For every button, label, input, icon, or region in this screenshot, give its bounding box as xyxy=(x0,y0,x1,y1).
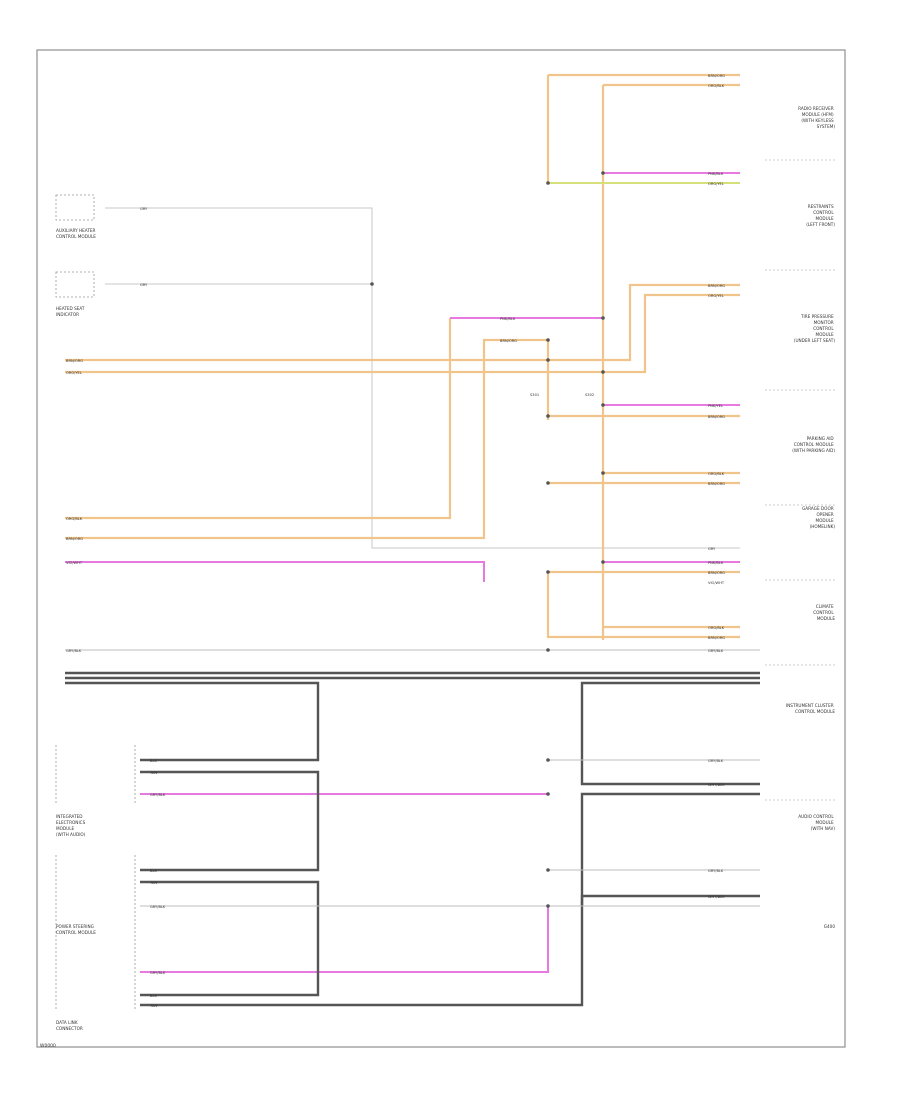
wire-label-gry-1: GRY xyxy=(140,207,148,211)
svg-text:ORG/BLK: ORG/BLK xyxy=(708,472,725,476)
svg-text:GRY: GRY xyxy=(708,547,716,551)
parking-aid-module-label: PARKING AID CONTROL MODULE (WITH PARKING… xyxy=(792,436,835,453)
right-wire-labels: BRN/ORG ORG/BLK PNK/BLK ORG/YEL BRN/ORG … xyxy=(149,74,725,1008)
power-steering-module-label: POWER STEERING CONTROL MODULE xyxy=(56,924,96,935)
data-link-connector-label: DATA LINK CONNECTOR xyxy=(56,1020,83,1031)
svg-text:GRY/BLK: GRY/BLK xyxy=(708,759,724,763)
splice-label-s2: S302 xyxy=(585,393,594,397)
svg-text:ORG/BLK: ORG/BLK xyxy=(708,84,725,88)
svg-text:BRN/ORG: BRN/ORG xyxy=(708,284,725,288)
splice-dots xyxy=(370,171,605,908)
svg-text:BRN/ORG: BRN/ORG xyxy=(708,571,725,575)
svg-text:GRY/BLK: GRY/BLK xyxy=(150,905,166,909)
dark-wires xyxy=(65,671,760,1007)
wire-label-brn-org-left: BRN/ORG xyxy=(66,359,83,363)
wire-label-gry-2: GRY xyxy=(140,283,148,287)
tire-pressure-monitor-label: TIRE PRESSURE MONITOR CONTROL MODULE (UN… xyxy=(794,314,836,343)
footer-code: W0000 xyxy=(40,1043,56,1049)
left-symbols xyxy=(55,194,136,1010)
svg-text:BRN/ORG: BRN/ORG xyxy=(708,415,725,419)
gray-wires xyxy=(105,207,740,549)
svg-text:BLK: BLK xyxy=(150,994,157,998)
instrument-cluster-module-label: INSTRUMENT CLUSTER CONTROL MODULE xyxy=(786,703,835,714)
svg-text:WHT/BLK: WHT/BLK xyxy=(708,895,725,899)
svg-text:WHT/BLK: WHT/BLK xyxy=(708,783,725,787)
wire-label-org-blk-left: ORG/BLK xyxy=(66,517,83,521)
svg-text:ORG/BLK: ORG/BLK xyxy=(708,626,725,630)
svg-text:BRN/ORG: BRN/ORG xyxy=(708,74,725,78)
restraints-control-module-label: RESTRAINTS CONTROL MODULE (LEFT FRONT) xyxy=(806,204,835,227)
right-component-labels: RADIO RECEIVER MODULE (HFM) (WITH KEYLES… xyxy=(786,106,835,929)
svg-text:TAN: TAN xyxy=(149,1004,157,1008)
svg-text:BLK: BLK xyxy=(150,759,157,763)
diagram-frame xyxy=(36,49,846,1048)
radio-receiver-module-label: RADIO RECEIVER MODULE (HFM) (WITH KEYLES… xyxy=(798,106,835,129)
heated-seat-indicator-label: HEATED SEAT INDICATOR xyxy=(56,306,86,317)
orange-wires xyxy=(65,73,740,640)
wire-label-brn-org-mid: BRN/ORG xyxy=(500,339,517,343)
svg-text:BRN/ORG: BRN/ORG xyxy=(708,636,725,640)
svg-text:BRN/ORG: BRN/ORG xyxy=(708,482,725,486)
thin-gray-runs xyxy=(65,649,760,907)
wire-label-violet-left: VIO/WHT xyxy=(66,561,83,565)
svg-text:TAN: TAN xyxy=(149,881,157,885)
wire-label-org-yel-left: ORG/YEL xyxy=(66,371,82,375)
svg-text:ORG/YEL: ORG/YEL xyxy=(708,294,724,298)
svg-text:GRY/BLK: GRY/BLK xyxy=(708,649,724,653)
svg-text:PNK/YEL: PNK/YEL xyxy=(708,404,723,408)
garage-door-module-label: GARAGE DOOR OPENER MODULE (HOMELINK) xyxy=(802,506,835,529)
svg-text:GRY/BLK: GRY/BLK xyxy=(150,793,166,797)
svg-text:ORG/YEL: ORG/YEL xyxy=(708,182,724,186)
climate-control-module-label: CLIMATE CONTROL MODULE xyxy=(813,604,835,621)
integrated-electronics-module-label: INTEGRATED ELECTRONICS MODULE (WITH AUDI… xyxy=(56,814,87,837)
pink-wires xyxy=(65,172,740,973)
svg-text:VIO/WHT: VIO/WHT xyxy=(708,581,725,585)
wire-label-gry-blk-left: GRY/BLK xyxy=(66,649,82,653)
wire-label-pnk-blk-mid: PNK/BLK xyxy=(500,317,516,321)
left-component-labels: AUXILIARY HEATER CONTROL MODULE HEATED S… xyxy=(56,228,97,1031)
svg-text:BLK: BLK xyxy=(150,869,157,873)
auxiliary-heater-module-label: AUXILIARY HEATER CONTROL MODULE xyxy=(56,228,97,239)
splice-label-s1: S301 xyxy=(530,393,539,397)
ground-label: G400 xyxy=(824,924,836,929)
svg-text:PNK/BLK: PNK/BLK xyxy=(708,172,724,176)
svg-text:GRY/BLK: GRY/BLK xyxy=(150,971,166,975)
svg-text:PNK/BLK: PNK/BLK xyxy=(708,561,724,565)
svg-text:TAN: TAN xyxy=(149,771,157,775)
audio-control-module-label: AUDIO CONTROL MODULE (WITH NAV) xyxy=(798,814,835,831)
svg-text:GRY/BLK: GRY/BLK xyxy=(708,869,724,873)
wire-label-brn-org-left-2: BRN/ORG xyxy=(66,537,83,541)
